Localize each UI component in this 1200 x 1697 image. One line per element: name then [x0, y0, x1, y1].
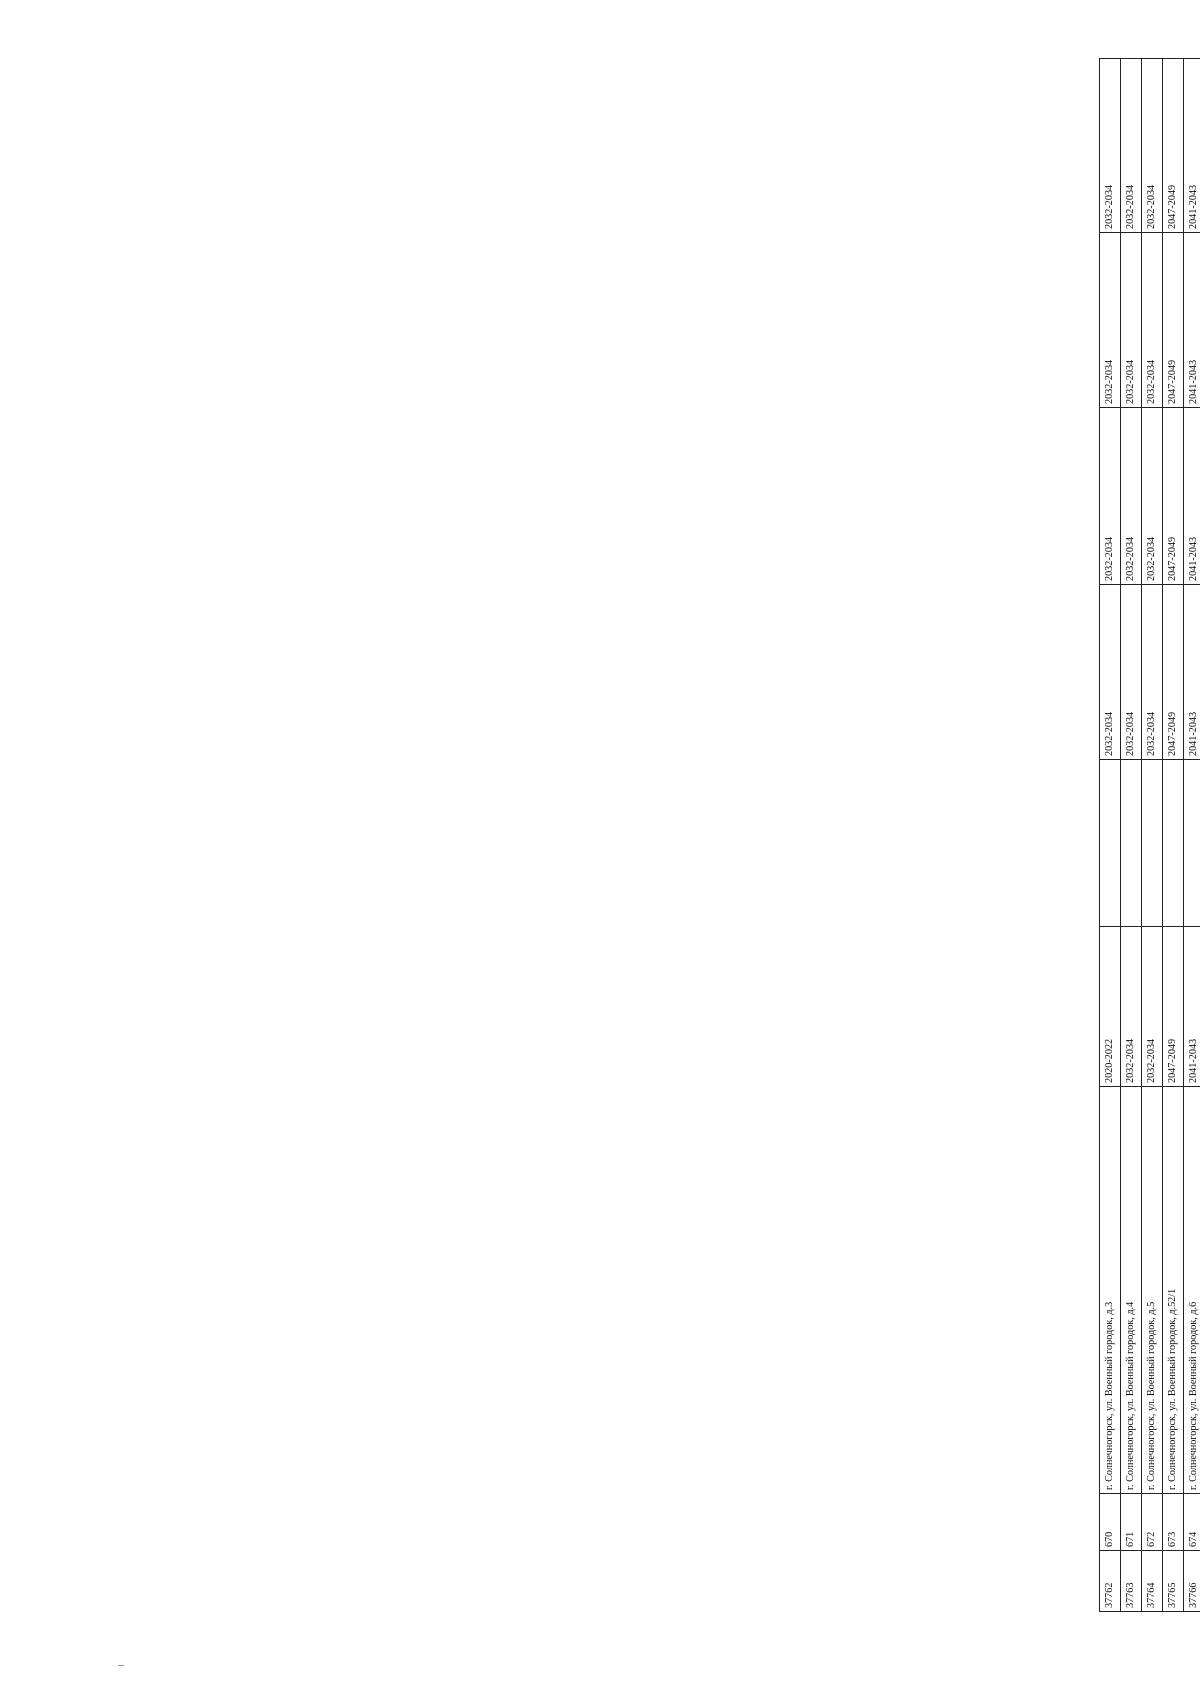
cell-id: 37763	[1120, 1550, 1142, 1612]
cell-c9: 2047-2049	[1162, 58, 1184, 233]
cell-c4: 2041-2043	[1183, 926, 1200, 1087]
cell-c8: 2032-2034	[1141, 232, 1163, 408]
cell-c5	[1162, 759, 1184, 927]
cell-c8: 2032-2034	[1120, 232, 1142, 408]
cell-c5	[1120, 759, 1142, 927]
cell-c6: 2047-2049	[1162, 584, 1184, 760]
cell-c6: 2032-2034	[1099, 584, 1121, 760]
cell-c4: 2032-2034	[1141, 926, 1163, 1087]
cell-c6: 2032-2034	[1141, 584, 1163, 760]
cell-addr: г. Солнечногорск, ул. Военный городок, д…	[1099, 1086, 1121, 1494]
cell-c4: 2047-2049	[1162, 926, 1184, 1087]
cell-addr: г. Солнечногорск, ул. Военный городок, д…	[1141, 1086, 1163, 1494]
cell-c5	[1183, 759, 1200, 927]
scan-artifact	[118, 1665, 124, 1666]
cell-c7: 2032-2034	[1141, 407, 1163, 585]
cell-n: 673	[1162, 1493, 1184, 1551]
cell-c7: 2047-2049	[1162, 407, 1184, 585]
cell-n: 672	[1141, 1493, 1163, 1551]
cell-c4: 2032-2034	[1120, 926, 1142, 1087]
cell-c6: 2041-2043	[1183, 584, 1200, 760]
cell-id: 37766	[1183, 1550, 1200, 1612]
cell-id: 37764	[1141, 1550, 1163, 1612]
cell-c9: 2032-2034	[1120, 58, 1142, 233]
cell-c8: 2041-2043	[1183, 232, 1200, 408]
cell-c7: 2041-2043	[1183, 407, 1200, 585]
cell-c8: 2047-2049	[1162, 232, 1184, 408]
cell-c6: 2032-2034	[1120, 584, 1142, 760]
cell-n: 674	[1183, 1493, 1200, 1551]
cell-c4: 2020-2022	[1099, 926, 1121, 1087]
cell-id: 37765	[1162, 1550, 1184, 1612]
cell-n: 671	[1120, 1493, 1142, 1551]
cell-c7: 2032-2034	[1120, 407, 1142, 585]
cell-c5	[1099, 759, 1121, 927]
cell-c9: 2032-2034	[1099, 58, 1121, 233]
cell-addr: г. Солнечногорск, ул. Военный городок, д…	[1183, 1086, 1200, 1494]
cell-addr: г. Солнечногорск, ул. Военный городок, д…	[1120, 1086, 1142, 1494]
cell-c5	[1141, 759, 1163, 927]
cell-c7: 2032-2034	[1099, 407, 1121, 585]
cell-c9: 2041-2043	[1183, 58, 1200, 233]
cell-c8: 2032-2034	[1099, 232, 1121, 408]
cell-n: 670	[1099, 1493, 1121, 1551]
cell-c9: 2032-2034	[1141, 58, 1163, 233]
cell-id: 37762	[1099, 1550, 1121, 1612]
cell-addr: г. Солнечногорск, ул. Военный городок, д…	[1162, 1086, 1184, 1494]
